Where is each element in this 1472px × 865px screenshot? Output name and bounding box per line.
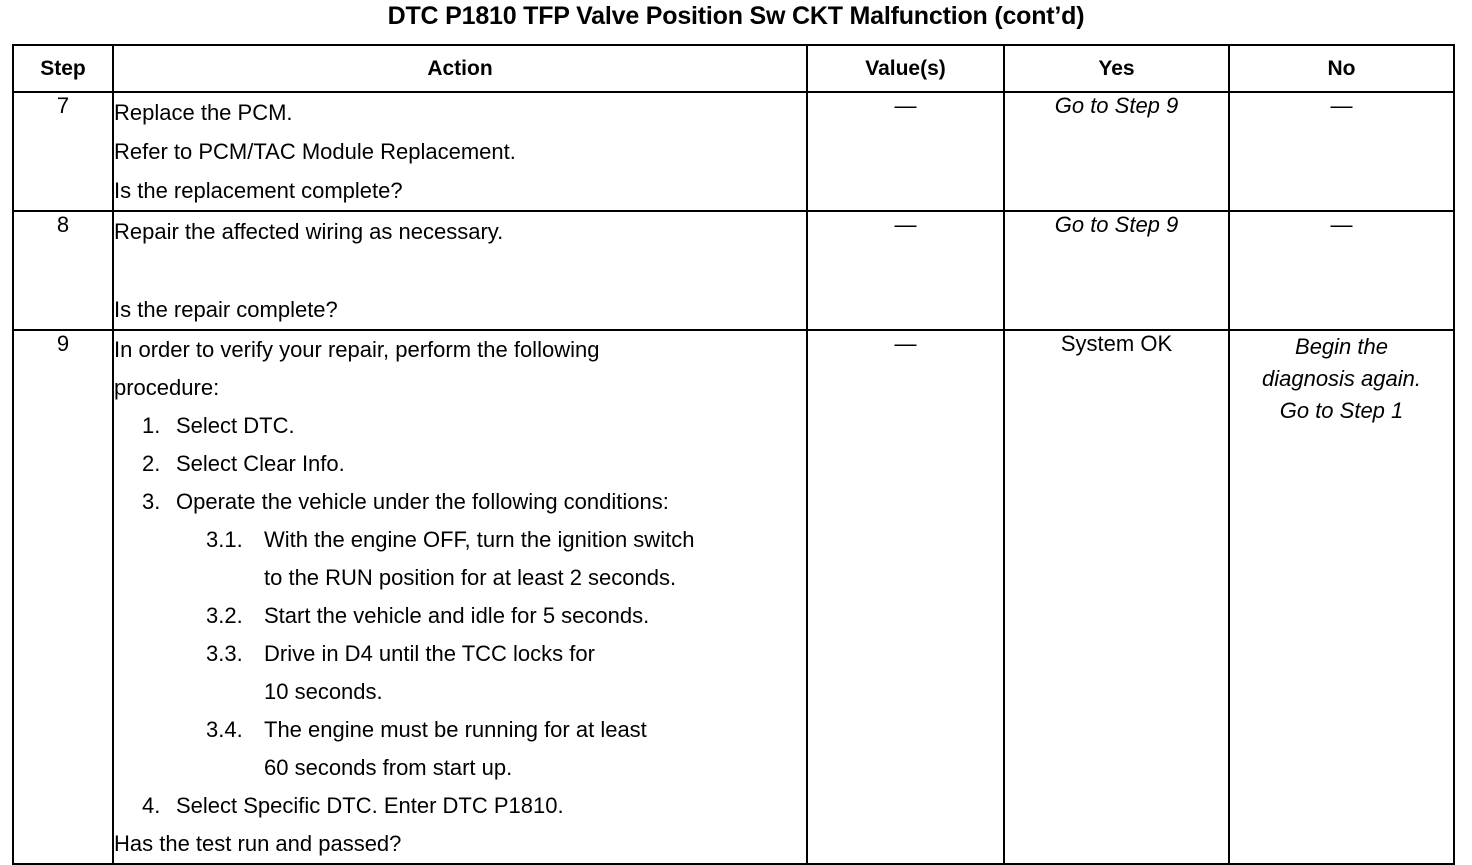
substep-text: The engine must be running for at least … — [264, 711, 806, 787]
yes-cell-step-7: Go to Step 9 — [1003, 91, 1230, 212]
value-cell-step-9: — — [806, 329, 1005, 865]
value-dash: — — [894, 212, 917, 237]
numbered-item-2: 2. Select Clear Info. — [142, 445, 806, 483]
no-dash: — — [1330, 212, 1353, 237]
item-number: 2. — [142, 451, 161, 476]
no-cell-step-7: — — [1228, 91, 1455, 212]
no-line-3: Go to Step 1 — [1279, 398, 1404, 423]
substep-item-3-2: 3.2. Start the vehicle and idle for 5 se… — [206, 597, 806, 635]
substep-number: 3.1. — [206, 527, 243, 552]
step-number-7: 7 — [12, 91, 114, 212]
no-line-2: diagnosis again. — [1261, 366, 1421, 391]
column-header-action: Action — [112, 44, 808, 93]
value-cell-step-7: — — [806, 91, 1005, 212]
table-row: 8 Repair the affected wiring as necessar… — [12, 210, 1455, 331]
item-text: Select Specific DTC. Enter DTC P1810. — [176, 793, 564, 818]
action-cell-step-8: Repair the affected wiring as necessary.… — [112, 210, 808, 331]
yes-cell-step-9: System OK — [1003, 329, 1230, 865]
substep-number: 3.2. — [206, 603, 243, 628]
substep-line-2: 10 seconds. — [264, 679, 383, 704]
action-line: Refer to PCM/TAC Module Replacement. — [114, 139, 516, 164]
column-header-no: No — [1228, 44, 1455, 93]
substep-line-1: The engine must be running for at least — [264, 717, 647, 742]
substep-line-1: Drive in D4 until the TCC locks for — [264, 641, 595, 666]
column-header-step: Step — [12, 44, 114, 93]
no-cell-step-8: — — [1228, 210, 1455, 331]
item-number: 1. — [142, 413, 161, 438]
numbered-item-4: 4. Select Specific DTC. Enter DTC P1810. — [142, 787, 806, 825]
substep-text: Drive in D4 until the TCC locks for 10 s… — [264, 635, 806, 711]
table-header-row: Step Action Value(s) Yes No — [12, 44, 1455, 93]
no-line-1: Begin the — [1295, 334, 1388, 359]
substep-line-2: 60 seconds from start up. — [264, 755, 513, 780]
item-text: Select DTC. — [176, 413, 295, 438]
action-cell-step-9: In order to verify your repair, perform … — [112, 329, 808, 865]
step-number-8: 8 — [12, 210, 114, 331]
action-intro-line-1: In order to verify your repair, perform … — [114, 337, 600, 362]
value-dash: — — [894, 331, 917, 356]
document-page: DTC P1810 TFP Valve Position Sw CKT Malf… — [12, 2, 1455, 865]
action-line: Repair the affected wiring as necessary. — [114, 219, 504, 244]
item-number: 4. — [142, 793, 161, 818]
diagnostic-table: Step Action Value(s) Yes No 7 Replace th… — [12, 44, 1455, 865]
yes-cell-step-8: Go to Step 9 — [1003, 210, 1230, 331]
substep-line-2: to the RUN position for at least 2 secon… — [264, 565, 677, 590]
item-text: Select Clear Info. — [176, 451, 345, 476]
substep-item-3-4: 3.4. The engine must be running for at l… — [206, 711, 806, 787]
column-header-yes: Yes — [1003, 44, 1230, 93]
action-line: Replace the PCM. — [114, 100, 293, 125]
value-cell-step-8: — — [806, 210, 1005, 331]
action-spacer — [114, 251, 806, 290]
action-question: Is the repair complete? — [114, 297, 338, 322]
substep-item-3-1: 3.1. With the engine OFF, turn the ignit… — [206, 521, 806, 597]
substep-text: Start the vehicle and idle for 5 seconds… — [264, 597, 806, 635]
table-row: 9 In order to verify your repair, perfor… — [12, 329, 1455, 865]
item-number: 3. — [142, 489, 161, 514]
step-number-9: 9 — [12, 329, 114, 865]
substep-text: With the engine OFF, turn the ignition s… — [264, 521, 806, 597]
action-intro-line-2: procedure: — [114, 375, 220, 400]
action-question: Is the replacement complete? — [114, 178, 403, 203]
substep-line-1: With the engine OFF, turn the ignition s… — [264, 527, 695, 552]
no-dash: — — [1330, 93, 1353, 118]
no-cell-step-9: Begin the diagnosis again. Go to Step 1 — [1228, 329, 1455, 865]
page-title: DTC P1810 TFP Valve Position Sw CKT Malf… — [387, 2, 1085, 30]
action-cell-step-7: Replace the PCM. Refer to PCM/TAC Module… — [112, 91, 808, 212]
substep-number: 3.3. — [206, 641, 243, 666]
value-dash: — — [894, 93, 917, 118]
item-text: Operate the vehicle under the following … — [176, 489, 669, 514]
numbered-item-3: 3. Operate the vehicle under the followi… — [142, 483, 806, 521]
table-row: 7 Replace the PCM. Refer to PCM/TAC Modu… — [12, 91, 1455, 212]
substep-item-3-3: 3.3. Drive in D4 until the TCC locks for… — [206, 635, 806, 711]
numbered-item-1: 1. Select DTC. — [142, 407, 806, 445]
action-question: Has the test run and passed? — [114, 831, 402, 856]
substep-line-1: Start the vehicle and idle for 5 seconds… — [264, 603, 650, 628]
column-header-value: Value(s) — [806, 44, 1005, 93]
substep-number: 3.4. — [206, 717, 243, 742]
